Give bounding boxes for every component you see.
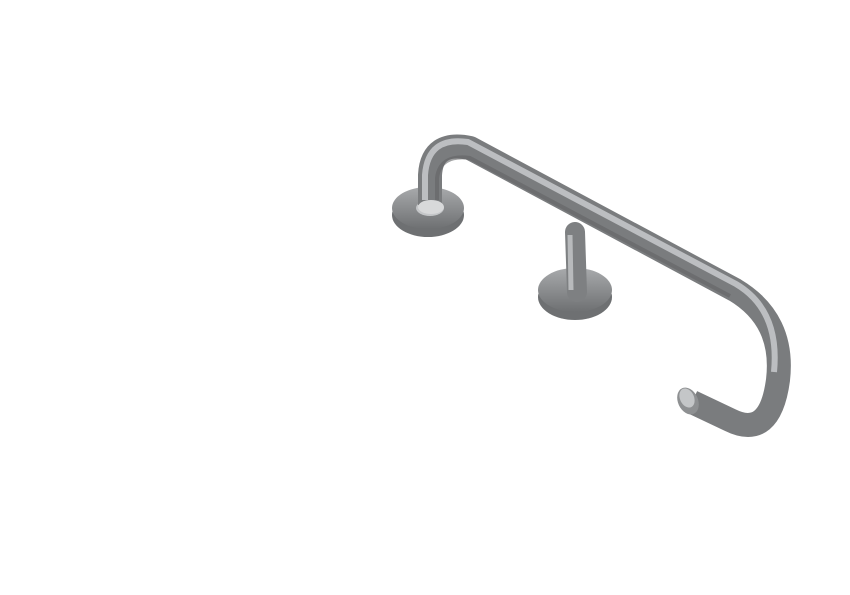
left-tube-end (418, 200, 444, 214)
main-grab-bar-tube (418, 134, 791, 437)
right-tube-end-cap (677, 387, 699, 415)
middle-support-post (565, 222, 587, 302)
